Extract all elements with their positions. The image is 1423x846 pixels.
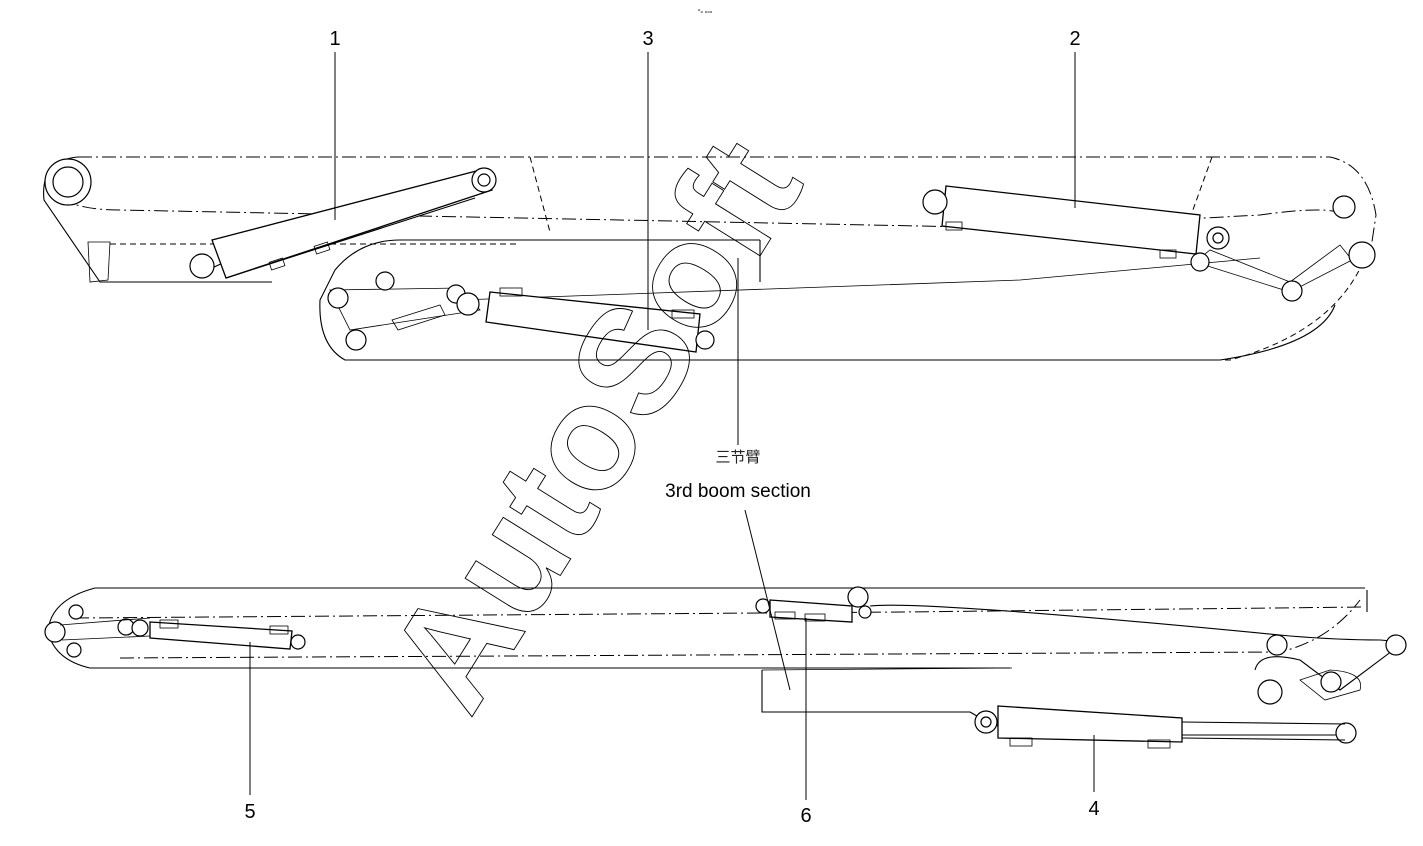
head-slot bbox=[391, 304, 446, 331]
label-part-1: 1 bbox=[329, 28, 340, 50]
cylinder-6 bbox=[755, 586, 872, 623]
caption-chinese: 三节臂 bbox=[715, 448, 760, 466]
tip-pin-1 bbox=[1332, 195, 1356, 219]
cylinder-4 bbox=[974, 705, 1346, 749]
tip-link-arm bbox=[1194, 244, 1353, 293]
third-boom-inner-line bbox=[459, 257, 1261, 301]
header-mark: ᵒₒ ₒₒₒ bbox=[698, 8, 713, 15]
third-boom-outline bbox=[319, 239, 1336, 361]
outer-boom-joint-1 bbox=[529, 156, 551, 233]
outer-boom-mid-edge bbox=[59, 197, 1346, 229]
lower-root-pin-1 bbox=[44, 621, 66, 643]
root-pin-inner bbox=[52, 166, 84, 198]
lower-tip-pin-4 bbox=[1257, 679, 1283, 705]
lower-root-pin-2 bbox=[68, 604, 84, 620]
cylinder-5 bbox=[131, 619, 306, 650]
head-pin-1 bbox=[327, 287, 349, 309]
lower-inner-sleeve-joint bbox=[761, 667, 1013, 671]
cylinder-2 bbox=[922, 185, 1230, 259]
upper-assembly: 1 3 2 bbox=[43, 28, 1377, 445]
outer-boom-joint-2 bbox=[1189, 156, 1213, 219]
label-part-4: 4 bbox=[1088, 798, 1099, 820]
tip-pin-2 bbox=[1348, 241, 1376, 269]
label-part-2: 2 bbox=[1069, 28, 1080, 50]
lower-tip-link bbox=[1254, 644, 1401, 691]
lower-tip-pin-1 bbox=[1266, 634, 1288, 656]
head-pin-2 bbox=[375, 271, 395, 291]
label-part-3: 3 bbox=[642, 28, 653, 50]
lower-root-pin-3 bbox=[66, 642, 82, 658]
head-pin-3 bbox=[345, 329, 367, 351]
lower-tip-pin-3 bbox=[1320, 671, 1342, 693]
caption-english: 3rd boom section bbox=[665, 481, 811, 502]
lower-root-link bbox=[59, 617, 151, 641]
tip-pin-3 bbox=[1190, 252, 1210, 272]
lower-assembly: 5 6 4 bbox=[44, 509, 1407, 827]
tip-pin-4 bbox=[1281, 280, 1303, 302]
lower-inner-sleeve-top bbox=[869, 604, 1406, 643]
lower-boom-centre-dash bbox=[74, 606, 1366, 619]
lower-tip-pin-5 bbox=[1335, 722, 1357, 744]
boom-root-bracket bbox=[87, 241, 111, 283]
label-part-6: 6 bbox=[800, 805, 811, 827]
head-link-plate bbox=[329, 287, 481, 331]
leader-third-boom-lower bbox=[744, 509, 791, 691]
cylinder-1 bbox=[189, 167, 497, 279]
cylinder-3 bbox=[456, 287, 715, 353]
outer-boom-top-edge bbox=[78, 156, 1377, 256]
label-part-5: 5 bbox=[244, 801, 255, 823]
lower-tip-slot bbox=[1299, 669, 1362, 701]
lower-tip-pin-2 bbox=[1385, 634, 1407, 656]
